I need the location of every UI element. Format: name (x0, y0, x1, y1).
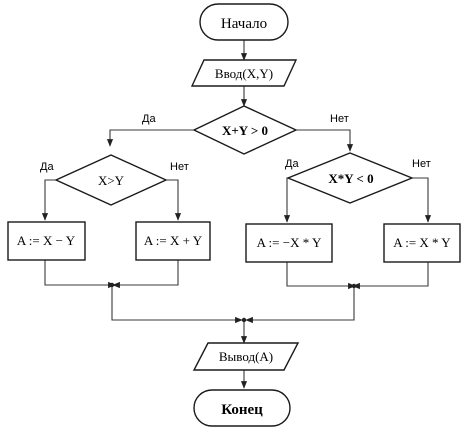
edge-left-no (166, 179, 182, 221)
node-condition-right: X*Y < 0 (286, 152, 414, 204)
node-end: Конец (193, 389, 291, 427)
node-condition-right-label: X*Y < 0 (328, 171, 373, 186)
branch-label-left-no: Нет (170, 161, 189, 173)
branch-label-right-no: Нет (412, 158, 431, 170)
edge-left-yes (41, 179, 56, 221)
edge-right-yes (283, 177, 291, 223)
node-output-label: Вывод(A) (219, 349, 273, 364)
edge-assign2-merge (112, 260, 179, 289)
edge-main-yes (106, 129, 194, 147)
junction-left (109, 282, 115, 288)
node-assign-2: A := X + Y (135, 221, 211, 261)
node-condition-main-label: X+Y > 0 (222, 123, 268, 138)
node-end-label: Конец (221, 402, 263, 418)
edge-right-merge-down (245, 286, 355, 324)
branch-label-left-yes: Да (40, 161, 54, 173)
node-assign-4: A := X * Y (383, 223, 461, 263)
node-condition-main: X+Y > 0 (192, 105, 298, 155)
node-assign-2-label: A := X + Y (144, 233, 203, 248)
node-condition-left: X>Y (54, 154, 168, 206)
branch-label-main-no: Нет (330, 113, 349, 125)
node-assign-1: A := X − Y (7, 221, 86, 261)
edge-left-merge-down (111, 285, 243, 324)
junction-right (351, 283, 357, 289)
node-assign-3-label: A := −X * Y (257, 235, 322, 250)
edge-assign1-merge (44, 260, 116, 289)
node-assign-4-label: A := X * Y (393, 235, 451, 250)
edge-assign3-merge (286, 262, 356, 290)
node-start: Начало (199, 3, 289, 41)
junction-bottom (241, 317, 247, 323)
edge-main-no (296, 129, 354, 152)
flow-edges (41, 40, 432, 389)
node-start-label: Начало (221, 16, 267, 32)
edge-right-no (412, 177, 432, 223)
node-input: Ввод(X,Y) (190, 59, 298, 87)
node-assign-3: A := −X * Y (245, 223, 333, 263)
edge-assign4-merge (352, 262, 429, 290)
branch-label-main-yes: Да (142, 113, 156, 125)
node-input-label: Ввод(X,Y) (215, 66, 273, 81)
branch-label-right-yes: Да (285, 158, 299, 170)
node-output: Вывод(A) (192, 342, 300, 371)
node-assign-1-label: A := X − Y (17, 233, 76, 248)
node-condition-left-label: X>Y (98, 173, 125, 188)
